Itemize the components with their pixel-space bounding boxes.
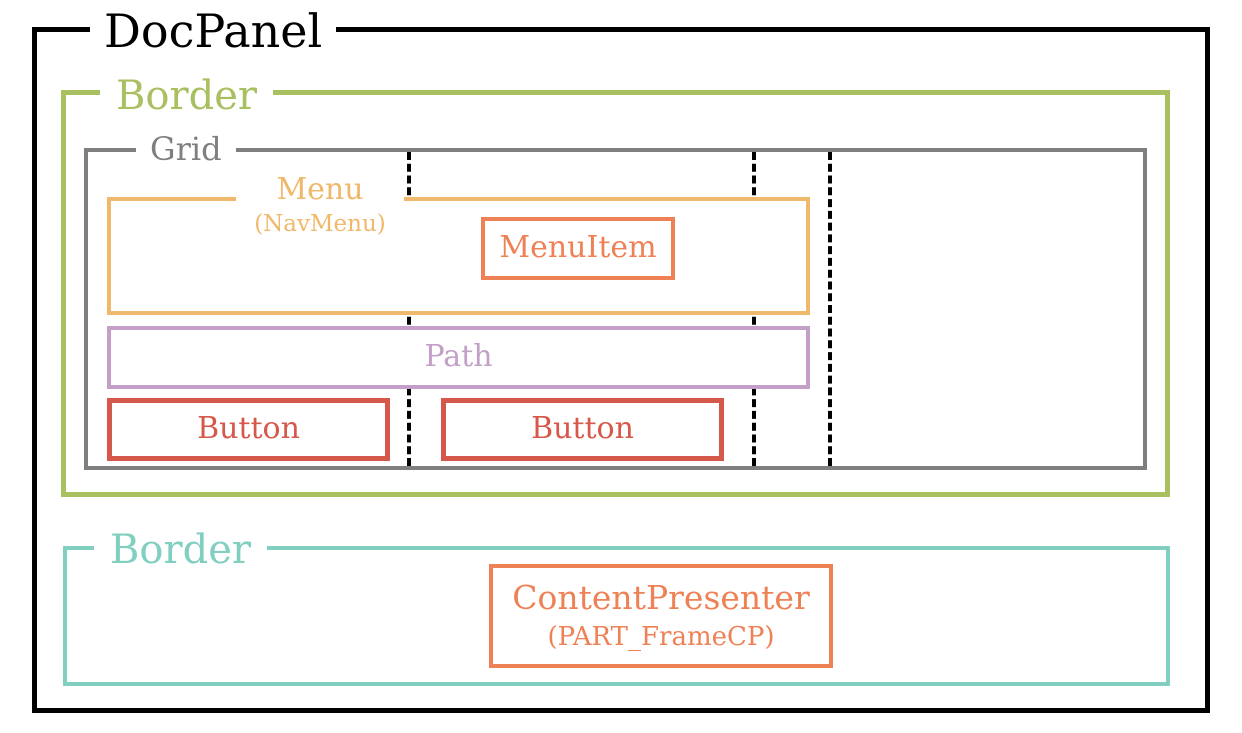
border-upper-box — [61, 90, 1170, 497]
button-box-2: Button — [441, 398, 724, 461]
border-lower-label: Border — [94, 530, 267, 570]
docpanel-box — [32, 27, 1210, 713]
menu-item-label: MenuItem — [499, 230, 657, 266]
button-box-1: Button — [107, 398, 390, 461]
menu-label: Menu — [276, 171, 364, 207]
path-box: Path — [107, 326, 810, 389]
menu-sublabel: (NavMenu) — [254, 211, 386, 238]
border-lower-box — [63, 546, 1170, 686]
content-presenter-sublabel: (PART_FrameCP) — [547, 622, 775, 653]
menu-item-box: MenuItem — [481, 217, 675, 280]
button-label-1: Button — [197, 411, 300, 447]
content-presenter-label: ContentPresenter — [512, 578, 810, 618]
menu-label-group: Menu (NavMenu) — [236, 168, 404, 242]
button-label-2: Button — [531, 411, 634, 447]
grid-column-divider — [828, 152, 832, 466]
border-upper-label: Border — [100, 76, 273, 116]
grid-label: Grid — [136, 133, 236, 165]
path-label: Path — [424, 339, 493, 375]
menu-box — [107, 197, 810, 315]
grid-box — [84, 148, 1147, 470]
docpanel-label: DocPanel — [90, 8, 337, 54]
content-presenter-box: ContentPresenter (PART_FrameCP) — [489, 564, 833, 668]
